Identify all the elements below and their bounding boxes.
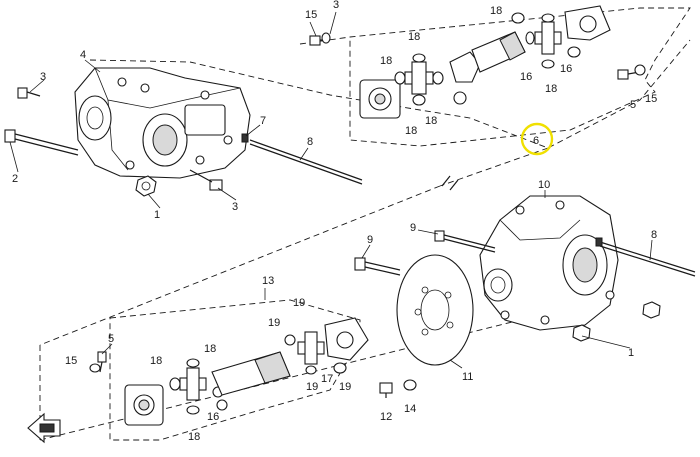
leader-lines: [9, 11, 653, 369]
bolt-3-lower: [189, 169, 223, 191]
callout-8: 8: [651, 229, 657, 241]
callout-18: 18: [380, 55, 392, 67]
shaft-break: [441, 175, 459, 191]
bottom-washer-15: [89, 363, 101, 373]
callout-5: 5: [108, 333, 114, 345]
callout-6-highlight: [520, 122, 554, 156]
bottom-bolt-5: [97, 351, 107, 373]
callout-19: 19: [293, 297, 305, 309]
callout-19: 19: [306, 381, 318, 393]
callout-18: 18: [408, 31, 420, 43]
brake-disc-11: [396, 254, 474, 366]
callout-4: 4: [80, 49, 86, 61]
bottom-shaft-tube: [211, 351, 291, 396]
nut-1-left: [135, 175, 157, 197]
callout-16: 16: [560, 63, 572, 75]
callout-18: 18: [545, 83, 557, 95]
bottom-cross-left: [169, 358, 228, 415]
rear-differential: [479, 195, 619, 331]
callout-3: 3: [232, 201, 238, 213]
bottom-flange-right: [324, 317, 369, 374]
bottom-cross-right: [284, 331, 325, 375]
bolt-2: [4, 129, 79, 156]
callout-labels: 15 3 18 18 18 18 18 16 16 18 15 5 6 4 3 …: [12, 0, 657, 443]
bolt-12: [379, 382, 393, 398]
rear-nut-1-top: [642, 301, 661, 319]
callout-9: 9: [410, 222, 416, 234]
callout-15: 15: [645, 93, 657, 105]
rear-bolt-9-left: [354, 257, 401, 276]
rear-shaft-8: [595, 237, 696, 277]
callout-15: 15: [65, 355, 77, 367]
callout-17: 17: [321, 373, 333, 385]
pin-7: [241, 133, 249, 143]
top-shaft-tube: [471, 31, 526, 73]
washer-14: [403, 379, 417, 391]
top-washer-3: [321, 32, 331, 44]
shaft-8-top: [249, 139, 363, 185]
callout-18: 18: [425, 115, 437, 127]
top-flange-left: [359, 79, 401, 119]
callout-18: 18: [490, 5, 502, 17]
callout-15: 15: [305, 9, 317, 21]
callout-19: 19: [268, 317, 280, 329]
callout-1: 1: [628, 347, 634, 359]
callout-18: 18: [204, 343, 216, 355]
top-yoke: [449, 51, 481, 105]
rear-bolt-9-right: [434, 230, 496, 253]
direction-arrow-icon: [27, 412, 61, 444]
callout-2: 2: [12, 173, 18, 185]
rear-nut-1-bottom: [572, 324, 591, 342]
callout-13: 13: [262, 275, 274, 287]
callout-8: 8: [307, 136, 313, 148]
callout-10: 10: [538, 179, 550, 191]
callout-7: 7: [260, 115, 266, 127]
callout-3: 3: [40, 71, 46, 83]
callout-3: 3: [333, 0, 339, 11]
top-cross-left: [394, 53, 444, 106]
callout-19: 19: [339, 381, 351, 393]
callout-1: 1: [154, 209, 160, 221]
callout-11: 11: [462, 371, 473, 383]
top-flange-right: [511, 5, 611, 58]
callout-18: 18: [150, 355, 162, 367]
group-outline-13: [39, 299, 601, 441]
callout-5: 5: [630, 99, 636, 111]
callout-16: 16: [520, 71, 532, 83]
top-cross-right: [525, 13, 562, 69]
callout-14: 14: [404, 403, 416, 415]
top-bolt-5: [617, 64, 646, 80]
bottom-flange-left: [124, 384, 164, 426]
front-differential: [74, 67, 251, 179]
callout-9: 9: [367, 234, 373, 246]
callout-18: 18: [188, 431, 200, 443]
callout-6: 6: [533, 135, 539, 147]
bolt-3-left: [17, 87, 41, 99]
callout-12: 12: [380, 411, 392, 423]
callout-16: 16: [207, 411, 219, 423]
callout-18: 18: [405, 125, 417, 137]
